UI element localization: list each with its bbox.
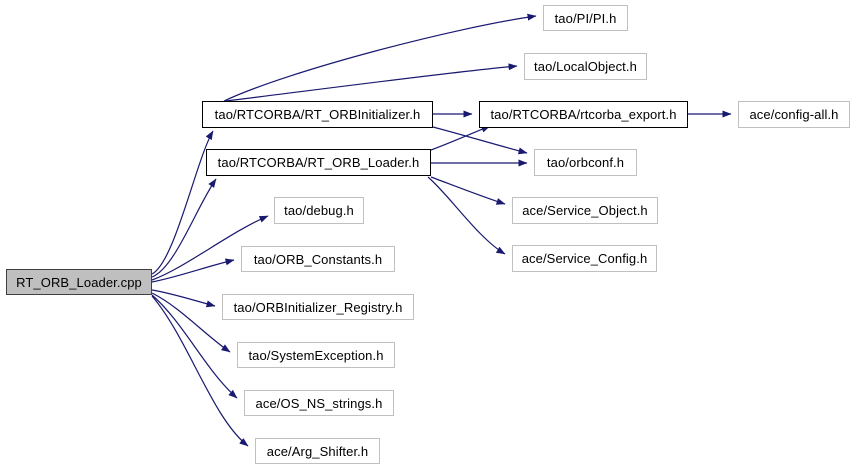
node-localobject[interactable]: tao/LocalObject.h — [524, 53, 647, 80]
node-orbinitreg[interactable]: tao/ORBInitializer_Registry.h — [222, 294, 414, 320]
edge-root-to-orbconstants — [151, 258, 235, 283]
edge-orbloader-to-serviceconfig — [427, 176, 506, 255]
node-pi[interactable]: tao/PI/PI.h — [543, 5, 628, 31]
edge-root-to-systemexception — [151, 292, 231, 353]
node-label-serviceconfig: ace/Service_Config.h — [521, 251, 648, 266]
node-osnsstrings[interactable]: ace/OS_NS_strings.h — [244, 390, 394, 416]
node-label-root: RT_ORB_Loader.cpp — [16, 274, 142, 290]
node-root[interactable]: RT_ORB_Loader.cpp — [6, 269, 152, 295]
node-orbinitializer[interactable]: tao/RTCORBA/RT_ORBInitializer.h — [202, 101, 433, 128]
node-orbloader[interactable]: tao/RTCORBA/RT_ORB_Loader.h — [206, 149, 431, 176]
node-serviceobject[interactable]: ace/Service_Object.h — [512, 197, 658, 224]
edge-orbinitializer-to-pi — [223, 13, 537, 102]
node-label-localobject: tao/LocalObject.h — [534, 59, 637, 74]
node-debug[interactable]: tao/debug.h — [274, 197, 364, 224]
node-label-orbloader: tao/RTCORBA/RT_ORB_Loader.h — [217, 155, 420, 170]
edge-root-to-debug — [151, 215, 269, 281]
node-label-pi: tao/PI/PI.h — [554, 10, 617, 26]
edge-root-to-orbloader — [151, 178, 217, 278]
node-configall[interactable]: ace/config-all.h — [738, 101, 850, 128]
edge-orbloader-to-serviceobject — [430, 176, 506, 205]
edge-orbinitializer-to-orbconf — [432, 126, 528, 155]
node-label-osnsstrings: ace/OS_NS_strings.h — [255, 395, 383, 411]
node-label-argshifter: ace/Arg_Shifter.h — [266, 443, 369, 459]
node-label-orbconf: tao/orbconf.h — [546, 155, 625, 170]
edge-root-to-argshifter — [151, 295, 249, 447]
node-label-orbinitializer: tao/RTCORBA/RT_ORBInitializer.h — [214, 107, 421, 122]
node-systemexception[interactable]: tao/SystemException.h — [237, 342, 395, 368]
node-orbconstants[interactable]: tao/ORB_Constants.h — [241, 246, 395, 272]
node-rtcorbaexport[interactable]: tao/RTCORBA/rtcorba_export.h — [479, 101, 688, 128]
node-orbconf[interactable]: tao/orbconf.h — [534, 149, 637, 176]
node-argshifter[interactable]: ace/Arg_Shifter.h — [255, 438, 380, 464]
node-serviceconfig[interactable]: ace/Service_Config.h — [512, 245, 657, 272]
node-label-configall: ace/config-all.h — [749, 107, 839, 122]
node-label-serviceobject: ace/Service_Object.h — [522, 203, 648, 218]
edge-orbloader-to-rtcorbaexport — [430, 125, 491, 151]
edge-root-to-orbinitializer — [151, 130, 214, 275]
edge-root-to-osnsstrings — [151, 294, 238, 399]
node-label-orbinitreg: tao/ORBInitializer_Registry.h — [233, 299, 403, 315]
node-label-orbconstants: tao/ORB_Constants.h — [253, 251, 383, 267]
node-label-systemexception: tao/SystemException.h — [248, 347, 384, 363]
edge-orbinitializer-to-localobject — [225, 63, 518, 102]
edge-root-to-orbinitreg — [151, 289, 216, 308]
edges-group — [151, 13, 732, 447]
node-label-debug: tao/debug.h — [284, 203, 354, 218]
node-label-rtcorbaexport: tao/RTCORBA/rtcorba_export.h — [490, 107, 677, 122]
